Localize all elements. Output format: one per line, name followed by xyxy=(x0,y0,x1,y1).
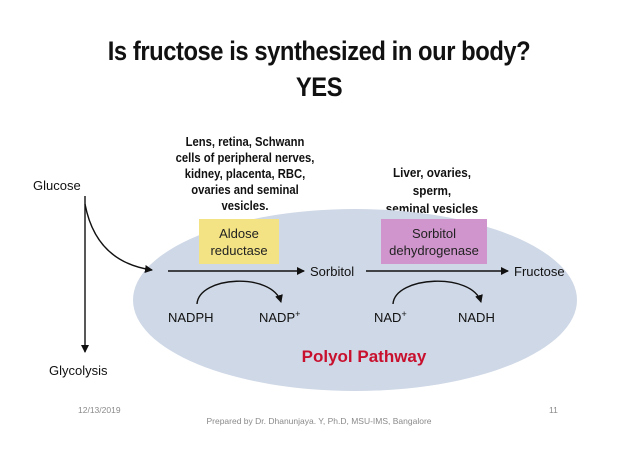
footer-credit: Prepared by Dr. Dhanunjaya. Y, Ph.D, MSU… xyxy=(206,416,432,426)
glucose-label: Glucose xyxy=(33,178,81,193)
note-line: sperm, xyxy=(412,183,452,198)
sorbitol-dehydrogenase-box xyxy=(381,219,487,264)
nadp-plus-label: NADP+ xyxy=(259,309,300,325)
note-line: Liver, ovaries, xyxy=(392,165,472,180)
slide-title: Is fructose is synthesized in our body? xyxy=(107,36,531,66)
note-line: kidney, placenta, RBC, xyxy=(184,167,306,181)
note-line: cells of peripheral nerves, xyxy=(175,151,315,165)
footer-page-number: 11 xyxy=(549,405,558,415)
sorbitol-label: Sorbitol xyxy=(310,264,354,279)
aldose-reductase-box xyxy=(199,219,279,264)
nadph-label: NADPH xyxy=(168,310,214,325)
note-line: Lens, retina, Schwann xyxy=(185,135,305,149)
note-line: vesicles. xyxy=(221,199,269,213)
sorbitol-dehydrogenase-label: dehydrogenase xyxy=(389,243,479,258)
sorbitol-dehydrogenase-label: Sorbitol xyxy=(412,226,456,241)
nadph-cofactor-curve xyxy=(196,280,283,305)
note-line: ovaries and seminal xyxy=(191,183,299,197)
slide-answer: YES xyxy=(295,72,343,102)
fructose-label: Fructose xyxy=(514,264,565,279)
pathway-name: Polyol Pathway xyxy=(302,347,427,366)
nad-cofactor-curve xyxy=(392,280,483,305)
glucose-to-sorbitol-curve xyxy=(84,203,153,273)
nadh-label: NADH xyxy=(458,310,495,325)
nad-plus-label: NAD+ xyxy=(374,309,407,325)
aldose-tissues-note: Lens, retina, Schwann cells of periphera… xyxy=(160,134,331,214)
aldose-reductase-label: reductase xyxy=(210,243,267,258)
footer-date: 12/13/2019 xyxy=(78,405,121,415)
glycolysis-label: Glycolysis xyxy=(49,363,108,378)
aldose-reductase-label: Aldose xyxy=(219,226,259,241)
